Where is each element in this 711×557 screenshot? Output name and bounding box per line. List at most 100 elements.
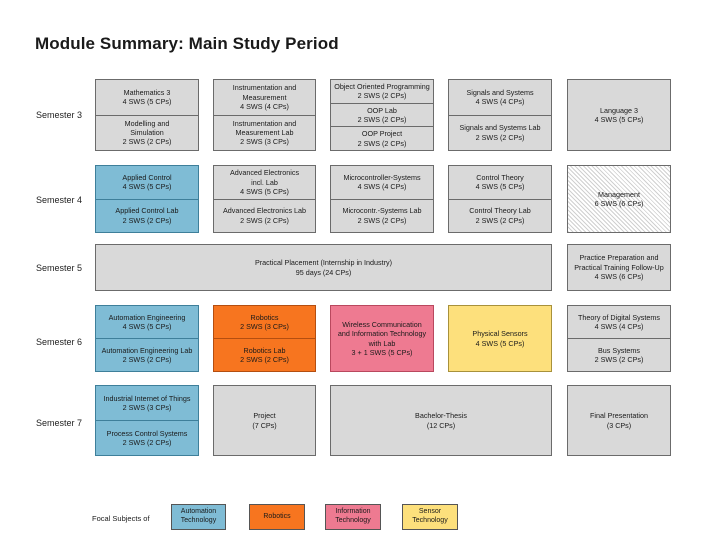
module-text-line: Robotics [250, 312, 279, 322]
module-text-line: Practical Training Follow-Up [574, 262, 664, 272]
module-text-line: 2 SWS (2 CPs) [594, 355, 644, 364]
module-text-line: 2 SWS (2 CPs) [475, 132, 525, 142]
module-text-line: 2 SWS (2 CPs) [122, 355, 172, 364]
module-text-line: Modelling and [124, 118, 170, 128]
module-text-line: Bus Systems [598, 345, 640, 355]
module-text-line: Bachelor-Thesis [415, 411, 467, 421]
module-text-line: Automation Engineering [108, 312, 186, 322]
module-text-line: Industrial Internet of Things [103, 393, 191, 403]
module-text-line: Final Presentation [590, 411, 648, 421]
semester-5-label: Semester 5 [36, 263, 83, 273]
legend-robotics: Robotics [249, 504, 305, 530]
module-text-line: 2 SWS (2 CPs) [122, 215, 172, 225]
module-text-line: 4 SWS (4 CPs) [240, 101, 289, 111]
bachelor-thesis-block: Bachelor-Thesis(12 CPs) [330, 385, 552, 456]
module-text-line: Control Theory Lab [469, 206, 531, 216]
module-text-line: Technology [335, 517, 371, 524]
module-text-line: Microcontr.-Systems Lab [342, 206, 422, 216]
module-text-line: 2 SWS (2 CPs) [122, 438, 172, 447]
module-text-line: Instrumentation and [232, 118, 297, 128]
module-text-line: 95 days (24 CPs) [295, 267, 352, 277]
module-text-line: Management [598, 189, 640, 199]
module-text-line: Applied Control Lab [115, 206, 179, 216]
module-text-line: (3 CPs) [606, 420, 632, 430]
legend-text: Robotics [263, 513, 290, 522]
module-text-line: Advanced Electronics Lab [222, 206, 307, 216]
semester-7-label: Semester 7 [36, 418, 83, 428]
module-cell: Project(7 CPs) [214, 386, 315, 455]
module-text-line: 4 SWS (5 CPs) [122, 182, 172, 192]
module-text-line: incl. Lab [251, 177, 278, 187]
module-text-line: Information [335, 508, 371, 516]
module-text-line: OOP Project [361, 129, 403, 139]
module-text-line: 4 SWS (5 CPs) [475, 182, 525, 192]
module-text-line: Automation Engineering Lab [101, 345, 193, 355]
module-text-line: 2 SWS (3 CPs) [240, 322, 289, 331]
module-text-line: Robotics [263, 512, 291, 520]
practical-placement-block: Practical Placement (Internship in Indus… [95, 244, 552, 291]
module-text-line: 2 SWS (3 CPs) [122, 403, 172, 412]
module-text-line: Simulation [130, 128, 164, 138]
module-text-line: and Information Technology [337, 329, 427, 339]
semester-4-label: Semester 4 [36, 195, 83, 205]
module-text-line: Measurement Lab [235, 128, 294, 138]
module-text-line: Theory of Digital Systems [578, 312, 660, 322]
module-cell: Bachelor-Thesis(12 CPs) [331, 386, 551, 455]
final-presentation-block: Final Presentation(3 CPs) [567, 385, 671, 456]
module-text-line: Mathematics 3 [123, 87, 171, 97]
module-text-line: Language 3 [600, 105, 638, 115]
module-text-line: Advanced Electronics [229, 168, 300, 178]
module-text-line: Process Control Systems [106, 428, 188, 438]
module-text-line: with Lab [368, 338, 396, 348]
module-text-line: 3 + 1 SWS (5 CPs) [351, 347, 413, 357]
module-text-line: 2 SWS (2 CPs) [475, 215, 525, 225]
module-text-line: Practice Preparation and [579, 253, 659, 263]
semester-3-label: Semester 3 [36, 110, 83, 120]
module-text-line: 4 SWS (4 CPs) [475, 97, 525, 107]
module-text-line: 4 SWS (6 CPs) [594, 272, 644, 282]
module-text-line: Practical Placement (Internship in Indus… [254, 258, 393, 268]
module-text-line: 2 SWS (2 CPs) [357, 91, 407, 101]
module-text-line: Physical Sensors [472, 329, 528, 339]
